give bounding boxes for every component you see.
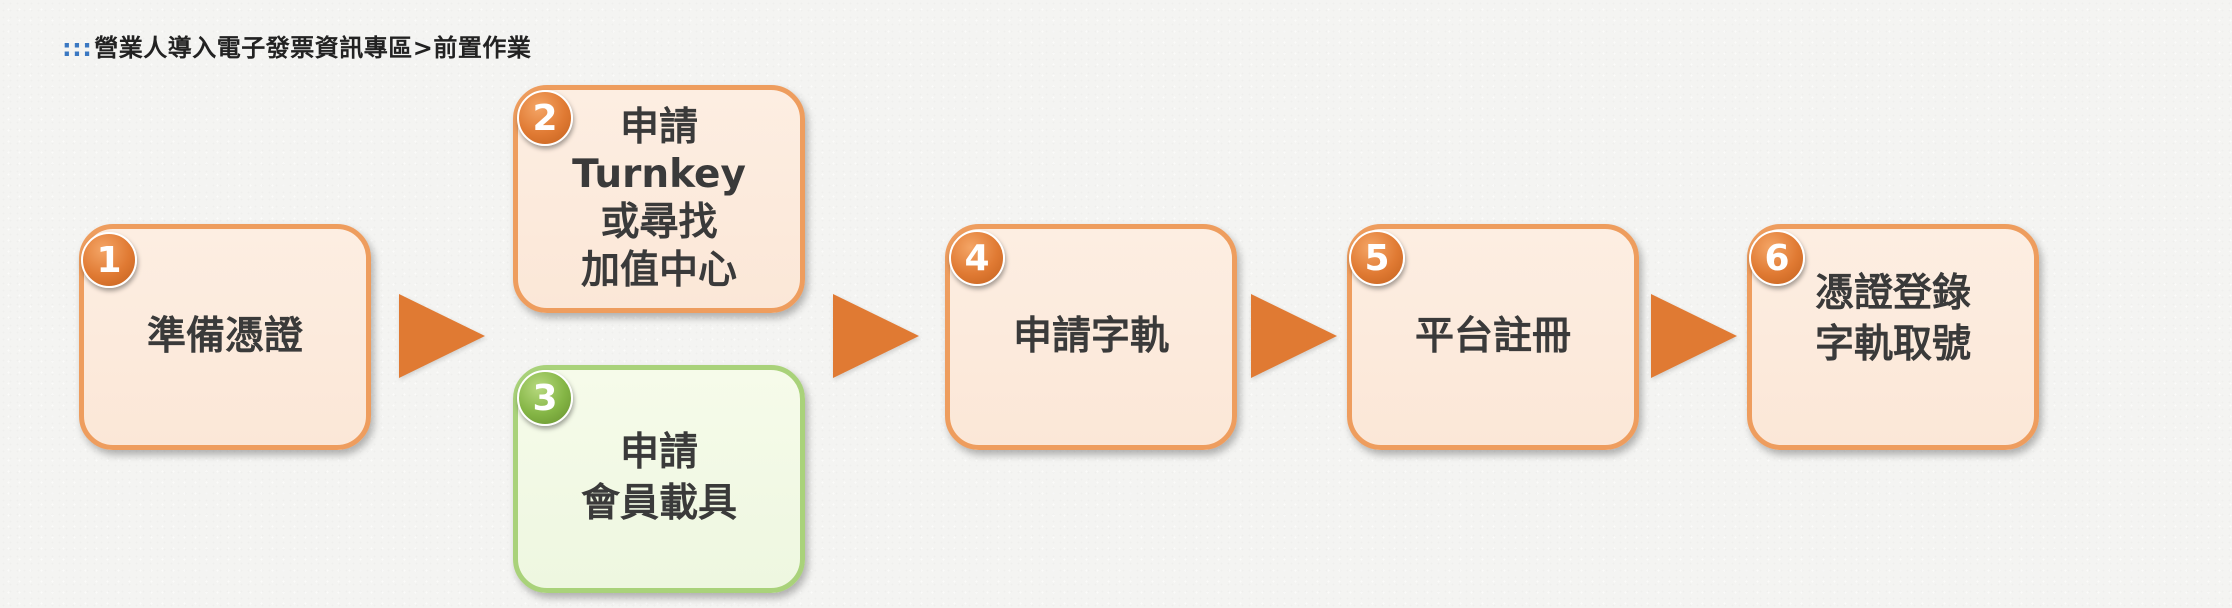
step-3-label: 申請 會員載具: [580, 430, 737, 526]
step-5-badge: 5: [1349, 230, 1405, 286]
step-4-label: 申請字軌: [1012, 313, 1169, 359]
step-2-badge: 2: [517, 90, 573, 146]
breadcrumb-parent-link[interactable]: 營業人導入電子發票資訊專區: [94, 34, 413, 62]
step-3-badge: 3: [517, 370, 573, 426]
step-1-badge: 1: [81, 232, 137, 288]
flow-arrow-3: [1251, 294, 1337, 378]
step-1-label: 準備憑證: [146, 313, 303, 359]
step-6-label: 憑證登錄 字軌取號: [1814, 271, 1971, 367]
step-5-label: 平台註冊: [1414, 313, 1571, 359]
step-1-box: 準備憑證: [79, 224, 371, 450]
flow-arrow-4: [1651, 294, 1737, 378]
breadcrumb-current: 前置作業: [433, 34, 532, 62]
step-4-badge: 4: [949, 230, 1005, 286]
flow-arrow-1: [399, 294, 485, 378]
breadcrumb: :::營業人導入電子發票資訊專區>前置作業: [62, 28, 531, 63]
flow-arrow-2: [833, 294, 919, 378]
breadcrumb-separator: >: [412, 34, 434, 62]
step-6-badge: 6: [1749, 230, 1805, 286]
step-2-label: 申請 Turnkey 或尋找 加值中心: [572, 104, 746, 293]
breadcrumb-prefix: :::: [62, 34, 93, 62]
